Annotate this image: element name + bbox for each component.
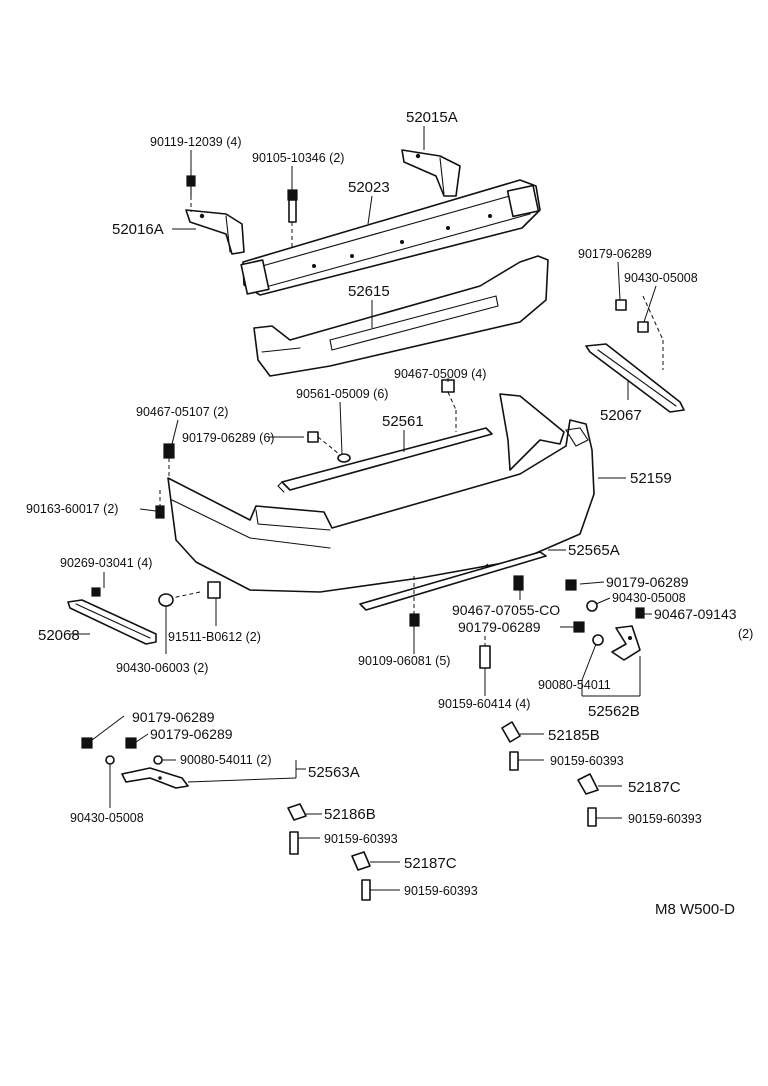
bolt-icon: [207, 581, 221, 599]
bolt-icon: [289, 831, 299, 855]
label-90467-07055-CO: 90467-07055-CO: [452, 602, 560, 618]
label-90080-54011-b: 90080-54011 (2): [180, 753, 272, 767]
bracket-52015A: [401, 149, 461, 197]
label-52185B: 52185B: [548, 727, 600, 744]
clip-icon: [615, 299, 627, 311]
label-90430-05008-d: 90430-05008: [70, 811, 144, 825]
label-90179-06289-f: 90179-06289: [150, 726, 233, 742]
label-90119-12039: 90119-12039 (4): [150, 135, 242, 149]
label-52186B: 52186B: [324, 806, 376, 823]
bracket-icon: [501, 721, 521, 743]
rear-bumper-cover-52159: [167, 393, 595, 593]
nut-icon: [592, 634, 604, 646]
label-90467-09143: 90467-09143: [654, 606, 737, 622]
bolt-icon: [155, 505, 165, 519]
label-90159-60414: 90159-60414 (4): [438, 697, 530, 711]
nut-icon: [637, 321, 649, 333]
label-90430-05008-a: 90430-05008: [624, 271, 698, 285]
bolt-icon: [587, 807, 597, 827]
bumper-reinforcement-52023: [240, 179, 541, 296]
bolt-icon: [409, 613, 420, 627]
label-90179-06289-b: 90179-06289 (6): [182, 431, 274, 445]
retainer-52068: [67, 599, 157, 645]
retainer-52067: [585, 343, 685, 413]
label-90163-60017: 90163-60017 (2): [26, 502, 118, 516]
bracket-52562B: [611, 625, 641, 661]
figure-code: M8 W500-D: [655, 901, 735, 918]
label-90430-06003: 90430-06003 (2): [116, 661, 208, 675]
label-90467-05107: 90467-05107 (2): [136, 405, 228, 419]
lower-molding-52565A: [359, 551, 547, 611]
label-90105-10346: 90105-10346 (2): [252, 151, 344, 165]
bracket-icon: [577, 773, 599, 795]
label-90109-06081: 90109-06081 (5): [358, 654, 450, 668]
nut-icon: [105, 755, 115, 765]
bolt-icon: [509, 751, 519, 771]
label-52159: 52159: [630, 470, 672, 487]
nut-icon: [337, 453, 351, 463]
nut-icon: [586, 600, 598, 612]
bolt-icon: [479, 645, 491, 669]
label-91511-B0612: 91511-B0612 (2): [168, 630, 261, 644]
label-52067: 52067: [600, 407, 642, 424]
label-52563A: 52563A: [308, 764, 360, 781]
clip-icon: [81, 737, 93, 749]
label-90179-06289-d: 90179-06289: [458, 619, 541, 635]
label-52561: 52561: [382, 413, 424, 430]
label-90159-60393-d: 90159-60393: [324, 832, 398, 846]
label-90159-60393-c: 90159-60393: [628, 812, 702, 826]
label-52562B: 52562B: [588, 703, 640, 720]
part-labels: 52015A 90119-12039 (4) 90105-10346 (2) 5…: [26, 109, 753, 918]
bracket-52016A: [185, 209, 245, 255]
label-52023: 52023: [348, 179, 390, 196]
nut-icon: [153, 755, 163, 765]
bolt-90105-icon: [287, 189, 298, 250]
label-52187C-b: 52187C: [404, 855, 457, 872]
bolt-icon: [361, 879, 371, 901]
label-52016A: 52016A: [112, 221, 164, 238]
fasteners: [81, 295, 664, 901]
clip-icon: [573, 621, 585, 633]
label-90179-06289-c: 90179-06289: [606, 574, 689, 590]
bracket-52563A: [121, 767, 189, 789]
label-52068: 52068: [38, 627, 80, 644]
label-90467-05009: 90467-05009 (4): [394, 367, 486, 381]
bracket-icon: [287, 803, 307, 821]
molding-52561: [277, 427, 493, 493]
nut-icon: [158, 593, 174, 607]
label-90179-06289-e: 90179-06289: [132, 709, 215, 725]
leader-lines: [70, 126, 657, 891]
nut-icon: [163, 443, 175, 459]
label-90080-54011-a: 90080-54011: [538, 678, 611, 692]
clip-icon: [565, 579, 577, 591]
label-90561-05009: 90561-05009 (6): [296, 387, 388, 401]
clip-icon: [125, 737, 137, 749]
clip-icon: [307, 431, 319, 443]
energy-absorber-52615: [253, 255, 549, 377]
label-52015A: 52015A: [406, 109, 458, 126]
label-90179-06289-a: 90179-06289: [578, 247, 652, 261]
label-90159-60393-b: 90159-60393: [550, 754, 624, 768]
label-90430-05008-b: 90430-05008: [612, 591, 686, 605]
clip-icon: [91, 587, 101, 597]
label-90269-03041: 90269-03041 (4): [60, 556, 152, 570]
bolt-icon: [635, 607, 645, 619]
label-52565A: 52565A: [568, 542, 620, 559]
clip-icon: [513, 575, 524, 591]
label-90467-09143-qty: (2): [738, 627, 753, 641]
bracket-icon: [351, 851, 371, 871]
label-90159-60393-e: 90159-60393: [404, 884, 478, 898]
label-52187C-a: 52187C: [628, 779, 681, 796]
label-52615: 52615: [348, 283, 390, 300]
bolt-90119-icon: [186, 175, 196, 212]
